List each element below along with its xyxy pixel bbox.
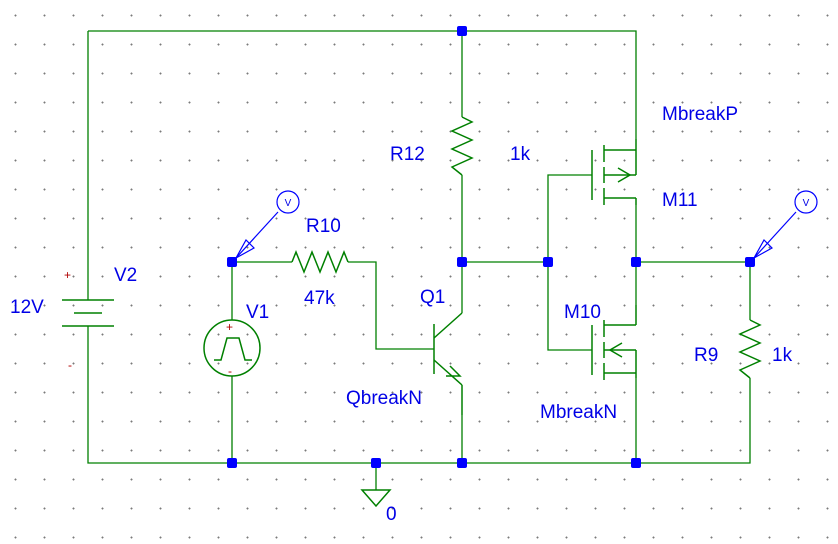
transistor-m11 — [591, 139, 637, 205]
v2-minus-marker: - — [68, 358, 72, 372]
label-q1-name: Q1 — [420, 287, 445, 308]
pulse-source-v1 — [203, 319, 261, 377]
wire-m10-gate — [547, 262, 592, 351]
junction-dot — [631, 458, 641, 468]
label-r12-value: 1k — [510, 144, 531, 165]
probe-left-label: V — [285, 198, 292, 209]
voltage-probe-left[interactable]: V — [234, 190, 300, 260]
label-r9-value: 1k — [772, 345, 793, 366]
wire-m11-gate — [547, 174, 592, 262]
label-v2-name: V2 — [114, 265, 137, 286]
resistor-r12 — [450, 116, 474, 176]
wire-q1-base — [348, 261, 434, 350]
v1-plus-marker: + — [226, 320, 233, 334]
junction-dot — [457, 458, 467, 468]
label-r12-name: R12 — [390, 144, 425, 165]
label-m10-model: MbreakN — [540, 402, 617, 423]
battery-symbol-v2 — [62, 299, 114, 327]
junction-dot — [457, 26, 467, 36]
label-ground: 0 — [386, 504, 397, 525]
junction-dot — [543, 257, 553, 267]
label-v2-value: 12V — [10, 297, 44, 318]
label-r9-name: R9 — [694, 345, 718, 366]
label-q1-model: QbreakN — [346, 388, 422, 409]
wire-output — [636, 261, 751, 320]
transistor-q1 — [433, 312, 463, 415]
label-v1-name: V1 — [246, 302, 269, 323]
probe-right-label: V — [803, 198, 810, 209]
v1-minus-marker: - — [228, 364, 232, 378]
label-r10-value: 47k — [304, 288, 335, 309]
label-r10-name: R10 — [306, 216, 341, 237]
resistor-r10 — [291, 249, 349, 275]
wires — [87, 30, 751, 490]
junction-dot — [631, 257, 641, 267]
label-m11-model: MbreakP — [662, 104, 738, 125]
ground-symbol — [360, 489, 392, 508]
resistor-r9 — [738, 319, 762, 379]
voltage-probe-right[interactable]: V — [752, 190, 818, 260]
wire-v2-bottom — [87, 326, 751, 464]
label-m11-name: M11 — [662, 190, 698, 211]
wire-top-rail — [88, 30, 637, 139]
v2-plus-marker: + — [64, 268, 71, 282]
junction-dot — [227, 458, 237, 468]
label-m10-name: M10 — [564, 302, 601, 323]
transistor-m10 — [591, 305, 637, 380]
junctions — [227, 26, 755, 468]
junction-dot — [457, 257, 467, 267]
junction-dot — [371, 458, 381, 468]
